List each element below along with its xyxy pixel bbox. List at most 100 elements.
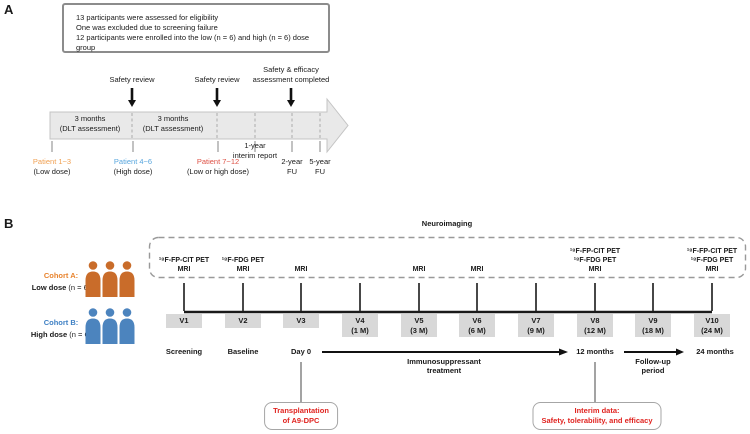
- patient-7-12-label: Patient 7~12: [196, 157, 240, 166]
- phase-12-months: 12 months: [576, 347, 614, 356]
- imaging-v5-line-1: MRI: [412, 266, 426, 273]
- segment-1-line-2: (DLT assessment): [59, 124, 121, 133]
- imaging-label-v2: ¹⁸F-FDG PET MRI: [222, 256, 265, 274]
- interim-line-2: interim report: [232, 151, 278, 160]
- visit-box-v10: V10(24 M): [694, 314, 730, 337]
- visit-v9-code: V9: [648, 316, 658, 325]
- phase-24-months: 24 months: [696, 347, 734, 356]
- visit-tick-marks: [183, 283, 713, 311]
- cohort-a-people-icon: [85, 261, 135, 297]
- callout-transplantation: Transplantation of A9-DPC: [264, 402, 338, 430]
- milestone-interim-report: 1-year interim report: [233, 141, 277, 161]
- transplantation-line-2: of A9-DPC: [282, 416, 320, 425]
- milestone-5-year-fu: 5-year FU: [309, 157, 330, 177]
- followup-line-2: period: [641, 366, 665, 375]
- patient-1-3-label: Patient 1~3: [32, 157, 72, 166]
- imaging-label-v3: MRI: [295, 265, 308, 274]
- visit-box-v7: V7(9 M): [518, 314, 554, 337]
- visit-v4-time: (1 M): [351, 325, 369, 335]
- imaging-v10-line-2: ¹⁸F-FDG PET: [690, 257, 734, 264]
- timeline-arrow-shape: [49, 97, 349, 154]
- cohort-a-dose: Low dose (n = 6): [32, 282, 91, 294]
- phase-day0: Day 0: [290, 347, 312, 356]
- eligibility-box: 13 participants were assessed for eligib…: [62, 3, 330, 53]
- imaging-v8-line-3: MRI: [588, 266, 602, 273]
- cohort-b-people-icon: [85, 308, 135, 344]
- safety-review-label-1: Safety review: [109, 75, 155, 84]
- visit-v9-time: (18 M): [642, 325, 664, 335]
- imaging-v8-line-1: ¹⁸F-FP-CIT PET: [569, 248, 621, 255]
- imaging-v8-line-2: ¹⁸F-FDG PET: [573, 257, 617, 264]
- visit-box-v3: V3: [283, 314, 319, 328]
- immunosuppressant-arrow: [322, 348, 568, 356]
- eligibility-line-3: 12 participants were enrolled into the l…: [76, 33, 310, 52]
- imaging-v2-line-2: MRI: [236, 266, 250, 273]
- cohort-b-label: Cohort B: High dose (n = 6): [31, 317, 91, 341]
- imaging-label-v6: MRI: [471, 265, 484, 274]
- callout-interim-data: Interim data: Safety, tolerability, and …: [532, 402, 662, 430]
- visit-v7-code: V7: [531, 316, 541, 325]
- visit-box-v1: V1: [166, 314, 202, 328]
- interim-data-line-2: Safety, tolerability, and efficacy: [541, 416, 653, 425]
- visit-box-v8: V8(12 M): [577, 314, 613, 337]
- patient-4-6-label: Patient 4~6: [113, 157, 153, 166]
- phase-followup: Follow-up period: [635, 357, 670, 375]
- visit-v7-time: (9 M): [527, 325, 545, 335]
- visit-box-v9: V9(18 M): [635, 314, 671, 337]
- immunosuppressant-line-1: Immunosuppressant: [407, 357, 481, 366]
- cohort-a-dose-bold: Low dose: [31, 283, 67, 292]
- visit-box-v6: V6(6 M): [459, 314, 495, 337]
- visit-v10-code: V10: [705, 316, 719, 325]
- eligibility-line-2: One was excluded due to screening failur…: [76, 23, 218, 32]
- immunosuppressant-line-2: treatment: [426, 366, 462, 375]
- visit-v8-time: (12 M): [584, 325, 606, 335]
- imaging-v3-line-1: MRI: [294, 266, 308, 273]
- cohort-b-name: Cohort B:: [43, 318, 79, 327]
- callout-connector-lines: [300, 362, 596, 402]
- cohort-b-dose-n: (n = 6): [67, 330, 92, 339]
- visit-v10-time: (24 M): [701, 325, 723, 335]
- followup-arrow: [624, 348, 684, 356]
- 2-year-fu: FU: [286, 167, 297, 176]
- cohort-b-dose-bold: High dose: [30, 330, 68, 339]
- patient-1-3-dose: (Low dose): [33, 167, 71, 176]
- 2-year-line: 2-year: [281, 157, 303, 166]
- visit-v8-code: V8: [590, 316, 600, 325]
- imaging-label-v1: ¹⁸F-FP-CIT PET MRI: [159, 256, 209, 274]
- visit-v3-code: V3: [296, 316, 306, 325]
- panel-b-label: B: [4, 216, 14, 231]
- imaging-v1-line-1: ¹⁸F-FP-CIT PET: [158, 257, 210, 264]
- visit-v1-code: V1: [179, 316, 189, 325]
- cohort-a-dose-n: (n = 6): [66, 283, 91, 292]
- imaging-label-v10: ¹⁸F-FP-CIT PET ¹⁸F-FDG PET MRI: [687, 247, 737, 274]
- visit-v5-code: V5: [414, 316, 424, 325]
- safety-review-label-2: Safety review: [194, 75, 240, 84]
- interim-line-1: 1-year: [244, 141, 266, 150]
- imaging-v2-line-1: ¹⁸F-FDG PET: [221, 257, 265, 264]
- cohort-b-dose: High dose (n = 6): [31, 329, 91, 341]
- visit-v5-time: (3 M): [410, 325, 428, 335]
- visit-v4-code: V4: [355, 316, 365, 325]
- segment-2-line-2: (DLT assessment): [142, 124, 204, 133]
- imaging-v10-line-3: MRI: [705, 266, 719, 273]
- segment-separator-lines: [131, 113, 321, 138]
- visit-box-v5: V5(3 M): [401, 314, 437, 337]
- imaging-v10-line-1: ¹⁸F-FP-CIT PET: [686, 248, 738, 255]
- phase-screening: Screening: [165, 347, 203, 356]
- phase-immunosuppressant: Immunosuppressant treatment: [407, 357, 481, 375]
- milestone-tick-marks: [51, 141, 321, 152]
- phase-baseline: Baseline: [227, 347, 259, 356]
- visit-v6-code: V6: [472, 316, 482, 325]
- panel-a-label: A: [4, 2, 14, 17]
- safety-efficacy-line-2: assessment completed: [252, 75, 330, 84]
- segment-1-line-1: 3 months: [74, 114, 106, 123]
- followup-line-1: Follow-up: [635, 357, 671, 366]
- milestone-2-year-fu: 2-year FU: [281, 157, 302, 177]
- down-arrow-icons: [128, 88, 295, 107]
- segment-1-label: 3 months (DLT assessment): [60, 114, 121, 134]
- cohort-a-label: Cohort A: Low dose (n = 6): [32, 270, 91, 294]
- visit-v6-time: (6 M): [468, 325, 486, 335]
- milestone-patient-4-6: Patient 4~6 (High dose): [114, 157, 153, 177]
